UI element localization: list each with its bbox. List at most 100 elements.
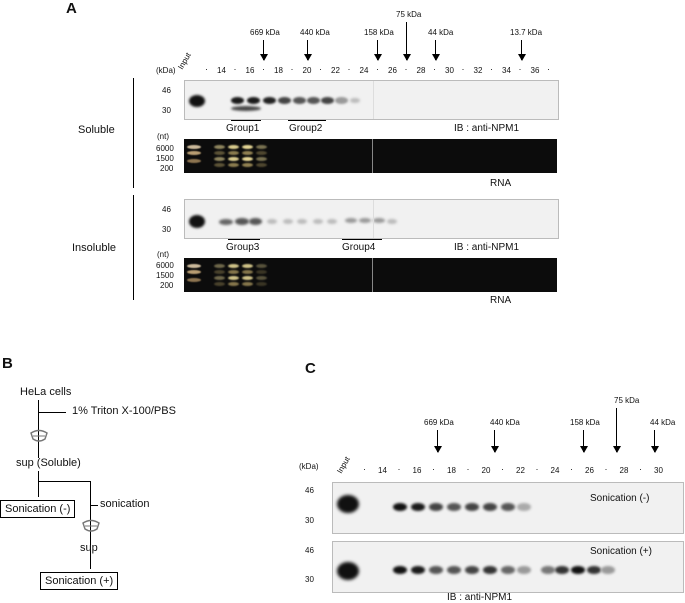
npm1-band: [483, 503, 497, 511]
marker-440-arrow: [303, 40, 312, 61]
input-label-a: Input: [176, 51, 193, 71]
fraction-c-26: 26: [585, 466, 594, 475]
kda-46-a2: 46: [162, 205, 171, 214]
fraction-c-22: 22: [516, 466, 525, 475]
sonication-tick: [90, 505, 98, 506]
nt-6000-a1: 6000: [156, 144, 174, 153]
kda-label-c: (kDa): [299, 462, 319, 471]
input-band: [337, 562, 359, 580]
fraction-c-30: 30: [654, 466, 663, 475]
fraction-c-28: 28: [619, 466, 629, 475]
fraction-dot: ·: [363, 464, 366, 474]
npm1-band: [447, 503, 461, 511]
flow-line-3: [38, 481, 39, 497]
nt-200-a1: 200: [160, 164, 174, 173]
rna-band: [256, 163, 267, 167]
rna-band: [242, 157, 253, 161]
fraction-a-18: 18: [274, 66, 283, 75]
npm1-band: [345, 218, 357, 223]
son-minus-label: Sonication (-): [590, 493, 650, 504]
group3-underline: [228, 239, 260, 240]
rna-band: [214, 157, 225, 161]
input-band: [337, 495, 359, 513]
fraction-dot: ·: [461, 64, 465, 74]
input-band: [189, 95, 205, 107]
rna-band: [256, 264, 267, 268]
npm1-band: [465, 503, 479, 511]
rna-band: [228, 276, 239, 280]
rna-band: [228, 270, 239, 274]
npm1-band: [601, 566, 615, 574]
fraction-c-20: 20: [481, 466, 491, 475]
insoluble-rna-gel: [184, 258, 557, 292]
npm1-band: [393, 503, 407, 511]
npm1-lower-band: [231, 106, 261, 111]
npm1-band: [231, 97, 244, 104]
kda-30-c2: 30: [305, 575, 314, 584]
rna-band: [242, 282, 253, 286]
rna-band: [256, 276, 267, 280]
npm1-band: [359, 218, 371, 223]
rna-band: [214, 276, 225, 280]
hela-cells-label: HeLa cells: [20, 386, 72, 398]
fraction-a-28: 28: [416, 66, 426, 75]
soluble-western-blot: [184, 80, 559, 120]
panel-b-letter: B: [2, 355, 13, 372]
sup-label: sup: [80, 542, 98, 554]
input-rna-band: [187, 151, 201, 155]
group3-label: Group3: [226, 242, 260, 253]
fraction-dot: ·: [347, 64, 351, 74]
fraction-dot: ·: [604, 464, 608, 474]
rna-band: [228, 264, 239, 268]
npm1-band: [219, 219, 233, 225]
ib-label-a2: IB : anti-NPM1: [454, 242, 520, 253]
fraction-dot: ·: [290, 64, 294, 74]
nt-6000-a2: 6000: [156, 261, 174, 270]
fraction-dot: ·: [570, 464, 573, 474]
centrifuge-icon-2: [82, 519, 100, 532]
npm1-band: [373, 218, 385, 223]
son-plus-label: Sonication (+): [590, 546, 652, 557]
fraction-c-14: 14: [378, 466, 387, 475]
npm1-band: [235, 218, 249, 225]
marker-c-158-arrow: [579, 430, 588, 453]
fraction-dot: ·: [432, 464, 435, 474]
rna-band: [214, 151, 225, 155]
npm1-band: [483, 566, 497, 574]
marker-13-7-arrow: [517, 40, 526, 61]
npm1-band: [335, 97, 348, 104]
npm1-band: [293, 97, 306, 104]
fraction-dot: ·: [397, 464, 401, 474]
fraction-dot: ·: [639, 464, 642, 474]
marker-75: 75 kDa: [396, 10, 422, 19]
fraction-a-32: 32: [473, 66, 483, 75]
flow-line-4: [90, 481, 91, 569]
npm1-band: [307, 97, 320, 104]
kda-30-c1: 30: [305, 516, 314, 525]
fraction-a-22: 22: [331, 66, 340, 75]
fraction-a-26: 26: [388, 66, 397, 75]
fraction-a-14: 14: [217, 66, 226, 75]
fraction-dot: ·: [535, 464, 539, 474]
input-band: [189, 215, 205, 228]
rna-band: [228, 163, 239, 167]
triton-tick: [38, 412, 66, 413]
rna-label-a2: RNA: [490, 295, 512, 306]
marker-158: 158 kDa: [364, 28, 394, 37]
rna-band: [242, 163, 253, 167]
npm1-faint-band: [283, 219, 293, 224]
npm1-band: [447, 566, 461, 574]
kda-label-a: (kDa): [156, 66, 176, 75]
fraction-dot: ·: [233, 64, 237, 74]
fraction-a-34: 34: [502, 66, 511, 75]
marker-c-75: 75 kDa: [614, 396, 640, 405]
nt-label-a1: (nt): [157, 132, 169, 141]
kda-46-c2: 46: [305, 546, 314, 555]
npm1-band: [411, 503, 425, 511]
npm1-band: [411, 566, 425, 574]
rna-band: [256, 157, 267, 161]
nt-1500-a1: 1500: [156, 154, 174, 163]
group4-label: Group4: [342, 242, 376, 253]
input-rna-band: [187, 145, 201, 149]
rna-label-a1: RNA: [490, 178, 512, 189]
